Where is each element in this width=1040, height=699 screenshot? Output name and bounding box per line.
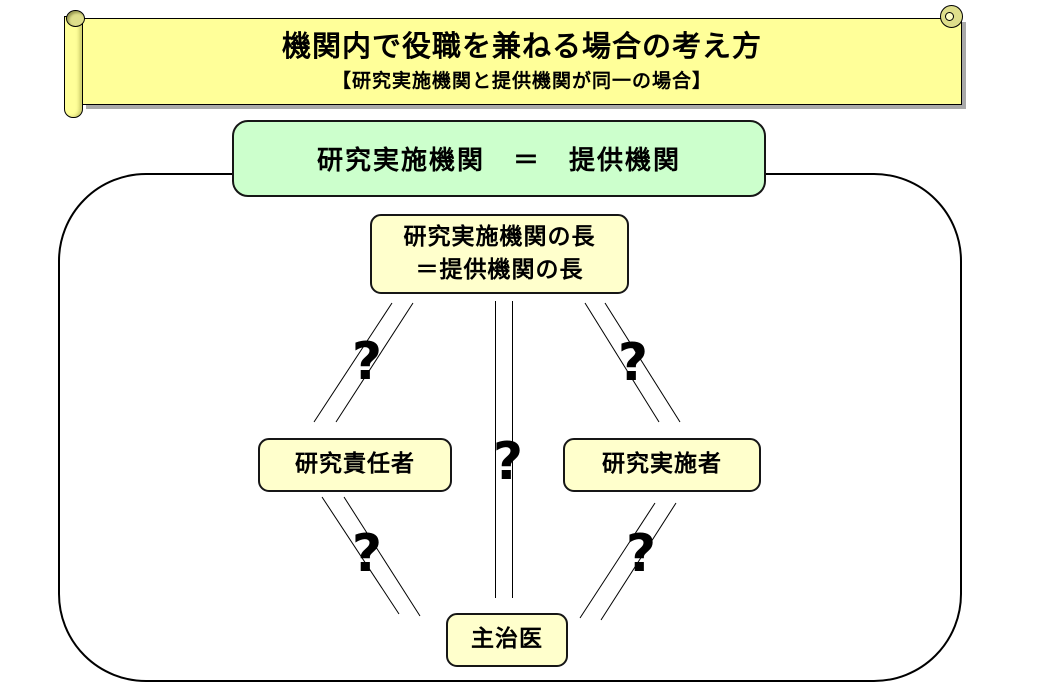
equality-box: 研究実施機関 ＝ 提供機関 (232, 120, 766, 197)
node-attending-physician: 主治医 (446, 613, 568, 667)
title-banner: 機関内で役職を兼ねる場合の考え方 【研究実施機関と提供機関が同一の場合】 (82, 18, 962, 105)
page-subtitle: 【研究実施機関と提供機関が同一の場合】 (331, 70, 712, 93)
page-title: 機関内で役職を兼ねる場合の考え方 (281, 28, 762, 63)
node-institution-head-line1: 研究実施機関の長 (403, 223, 596, 250)
node-institution-head: 研究実施機関の長 ＝提供機関の長 (370, 214, 629, 294)
question-mark-head-left: ? (351, 332, 383, 392)
node-research-practitioner: 研究実施者 (563, 438, 761, 492)
node-principal-investigator: 研究責任者 (258, 438, 452, 492)
scroll-curl-inner-icon (945, 12, 954, 21)
question-mark-head-right: ? (617, 333, 649, 393)
question-mark-right-bottom: ? (625, 524, 657, 584)
node-institution-head-line2: ＝提供機関の長 (415, 257, 584, 283)
question-mark-left-bottom: ? (351, 524, 383, 584)
scroll-curl-top-left-icon (66, 10, 85, 27)
question-mark-head-bottom: ? (492, 432, 524, 492)
scroll-roll-icon (64, 16, 83, 118)
scroll-curl-top-right-icon (940, 5, 963, 28)
